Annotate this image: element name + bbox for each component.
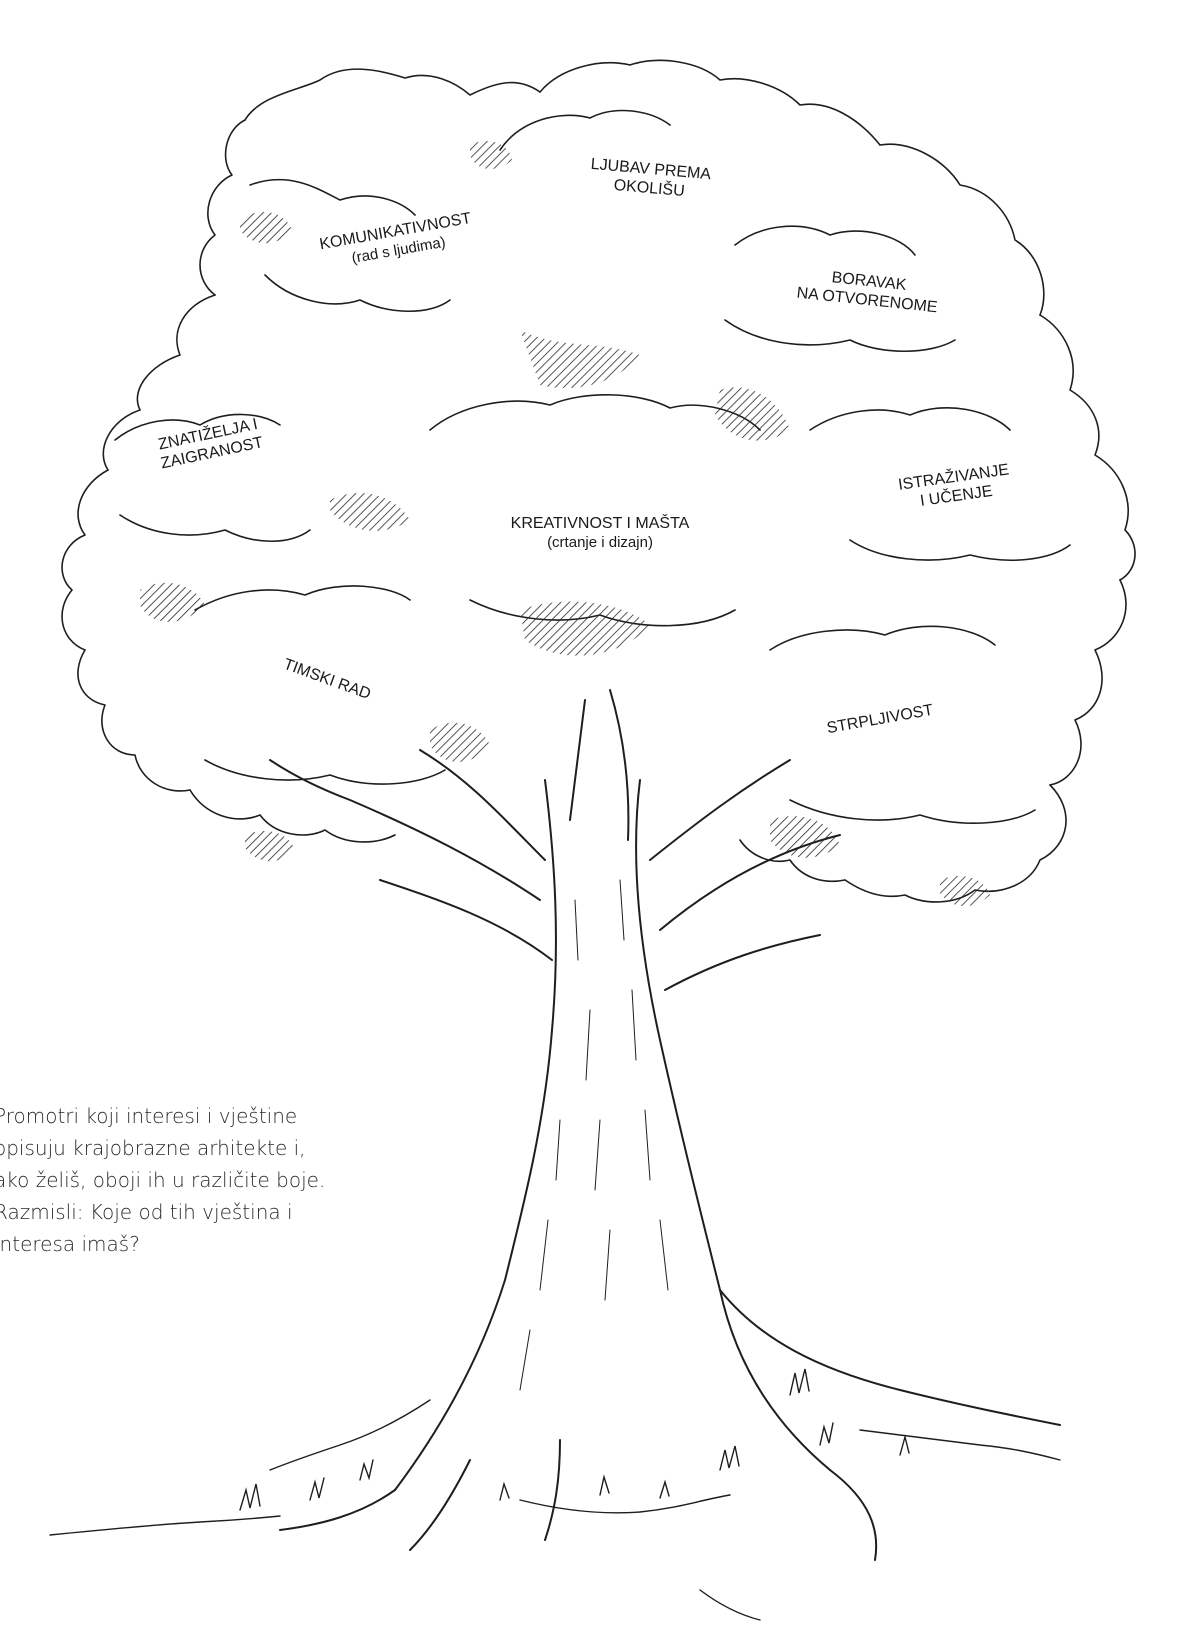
caption-line: opisuju krajobrazne arhitekte i,	[0, 1136, 306, 1160]
canopy-outline	[61, 59, 1136, 903]
tree-trunk	[269, 689, 1061, 1561]
instruction-caption: Promotri koji interesi i vještine opisuj…	[0, 1100, 394, 1260]
label-kreativnost-title: KREATIVNOST I MAŠTA	[510, 515, 690, 532]
canopy-shading	[140, 140, 990, 907]
caption-line: ako želiš, oboji ih u različite boje.	[0, 1168, 326, 1192]
label-kreativnost-sub: (crtanje i dizajn)	[547, 534, 653, 551]
caption-line: Promotri koji interesi i vještine	[0, 1104, 298, 1128]
caption-line: Razmisli: Koje od tih vještina i	[0, 1200, 293, 1224]
ground-lines	[49, 1368, 1061, 1621]
label-kreativnost: KREATIVNOST I MAŠTA (crtanje i dizajn)	[485, 514, 715, 552]
caption-line: interesa imaš?	[0, 1232, 140, 1256]
